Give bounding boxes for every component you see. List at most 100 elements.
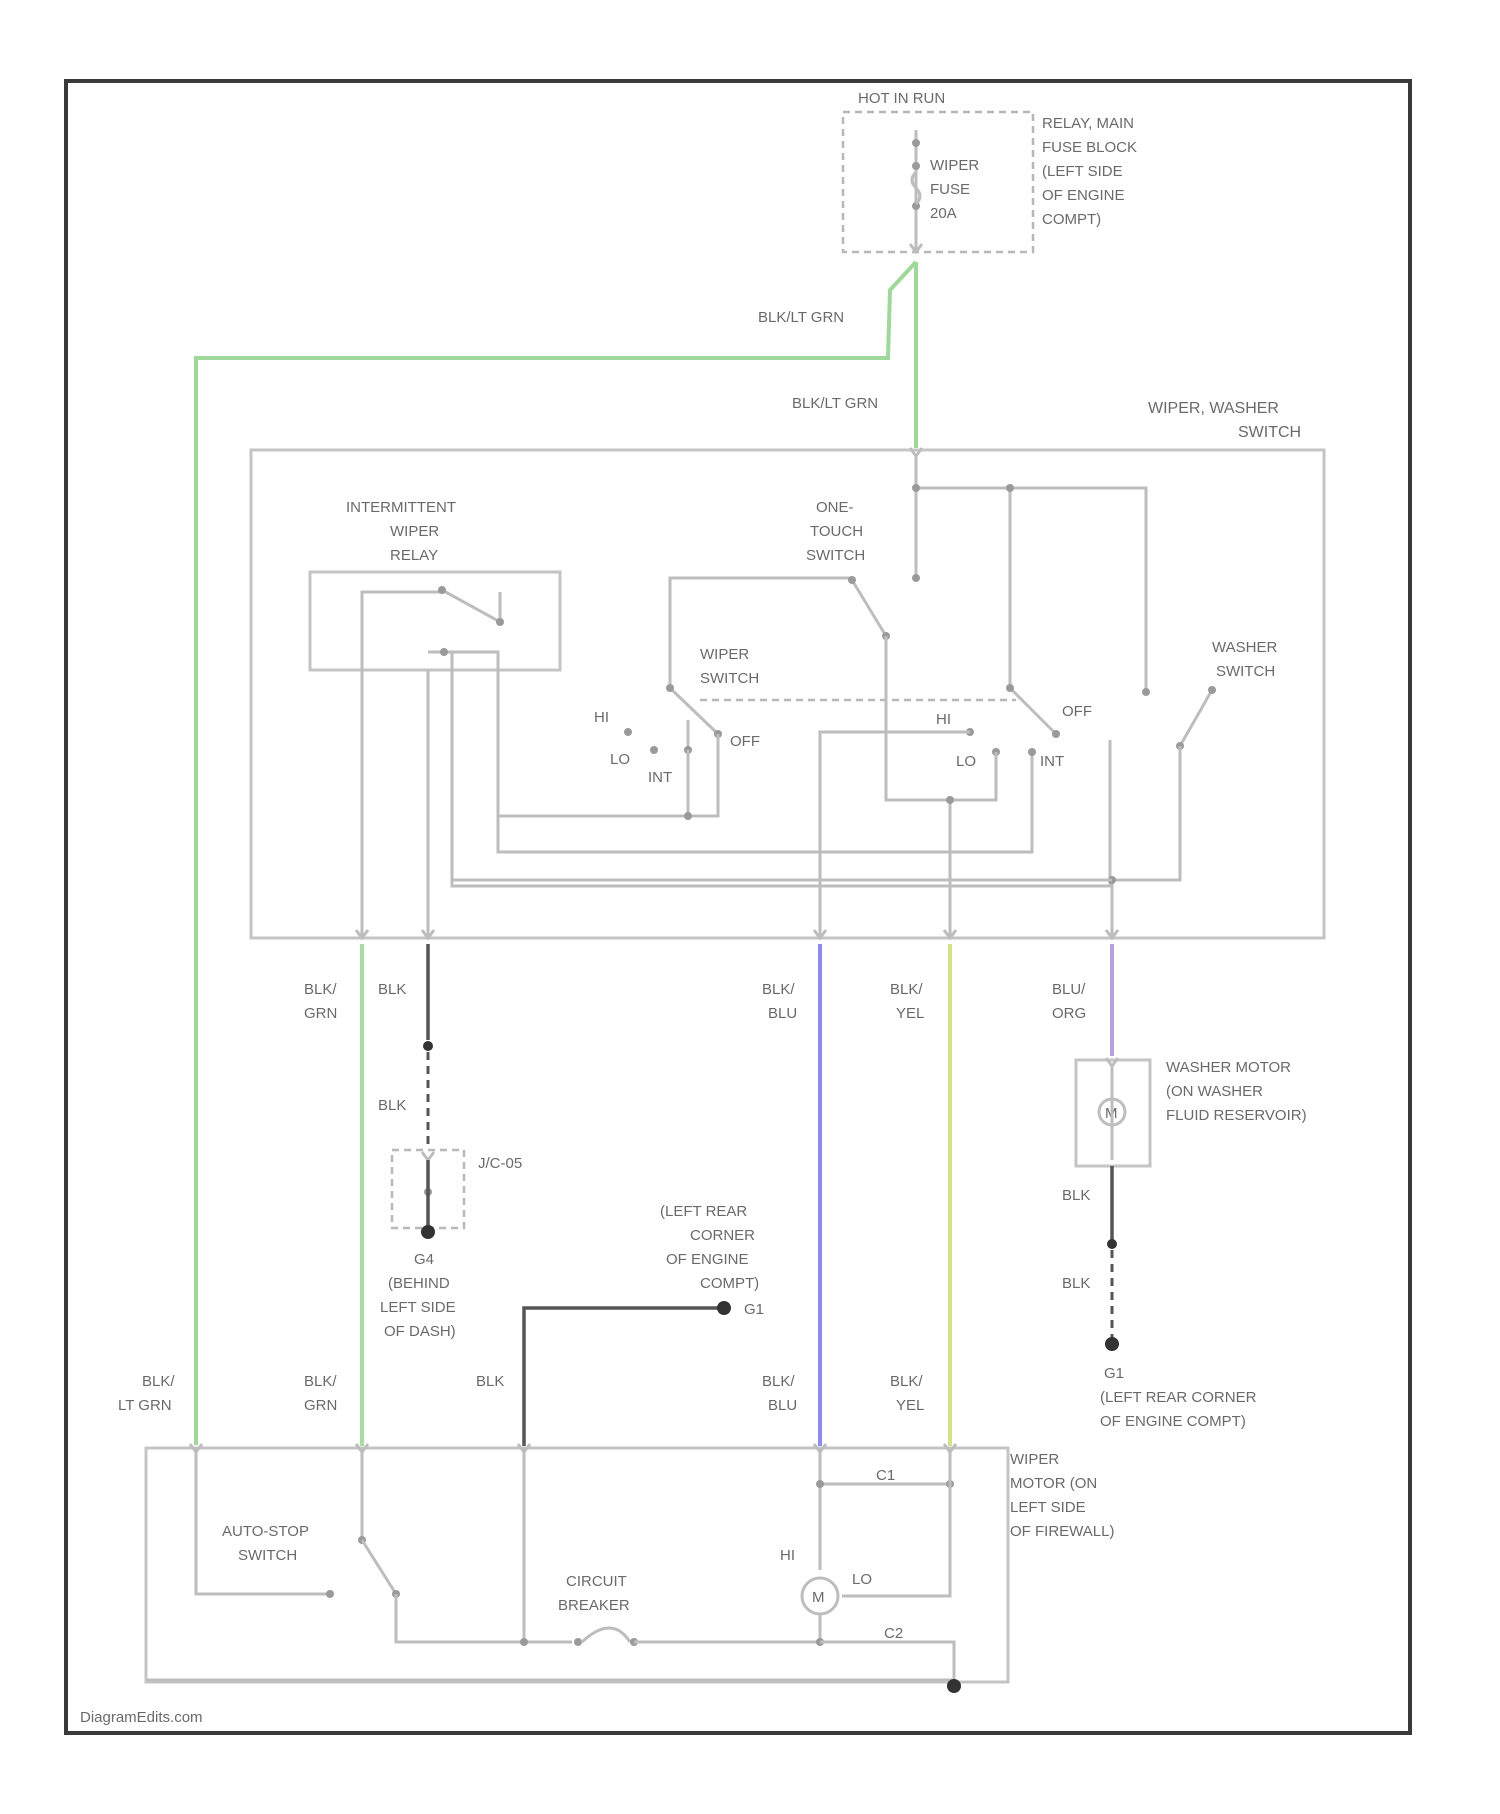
bus-node-2 xyxy=(1006,484,1014,492)
g4-label-1: G4 xyxy=(414,1251,434,1268)
autostop-blade xyxy=(362,1540,396,1594)
junction-connector-jc05: BLK J/C-05 G4 (BEHIND LEFT SIDE OF DASH) xyxy=(378,1041,522,1340)
g1-upper-label-3: OF ENGINE xyxy=(666,1251,749,1268)
lower-blk-lt-grn-1: BLK/ xyxy=(142,1373,175,1390)
jc-label: J/C-05 xyxy=(478,1155,522,1172)
g1-upper-label-4: COMPT) xyxy=(700,1275,759,1292)
wiper-switch-hi: HI xyxy=(594,709,609,726)
fuse-label-1: WIPER xyxy=(930,157,979,174)
harness-blk-yel-2: YEL xyxy=(896,1005,924,1022)
fuse-label-2: FUSE xyxy=(930,181,970,198)
motor-ground-dot xyxy=(947,1679,961,1693)
motor-lo-label: LO xyxy=(852,1571,872,1588)
one-touch-label-1: ONE- xyxy=(816,499,854,516)
hot-in-run-label: HOT IN RUN xyxy=(858,90,945,107)
g1-upper-wire xyxy=(524,1308,724,1446)
washer-blk-2: BLK xyxy=(1062,1275,1090,1292)
washer-switch-output xyxy=(1112,746,1180,936)
washer-ground-label-2: (LEFT REAR CORNER xyxy=(1100,1389,1257,1406)
bus-node-3 xyxy=(912,574,920,582)
washer-switch-tip xyxy=(1208,686,1216,694)
motor-m-label: M xyxy=(812,1589,825,1606)
g1-upper-tag: G1 xyxy=(744,1301,764,1318)
jc-blk-label: BLK xyxy=(378,1097,406,1114)
washer-switch-label-2: SWITCH xyxy=(1216,663,1275,680)
g4-label-3: LEFT SIDE xyxy=(380,1299,456,1316)
g1-upper-label-1: (LEFT REAR xyxy=(660,1203,747,1220)
wiper-motor-label-4: OF FIREWALL) xyxy=(1010,1523,1114,1540)
motor-hi-label: HI xyxy=(780,1547,795,1564)
washer-splice-dot xyxy=(1107,1239,1117,1249)
speed-switch-hi: HI xyxy=(936,711,951,728)
g1-upper-label-2: CORNER xyxy=(690,1227,755,1244)
speed-switch-int: INT xyxy=(1040,753,1064,770)
wiper-motor-label-3: LEFT SIDE xyxy=(1010,1499,1086,1516)
wiper-switch-int-wires xyxy=(688,734,718,816)
wiper-motor-label-2: MOTOR (ON xyxy=(1010,1475,1097,1492)
autostop-to-breaker xyxy=(396,1594,572,1642)
lower-blk-lt-grn-2: LT GRN xyxy=(118,1397,172,1414)
relay-output-wires xyxy=(428,652,1110,936)
relay-contact-node-2 xyxy=(496,618,504,626)
lower-blk-grn-2: GRN xyxy=(304,1397,337,1414)
washer-motor-label-1: WASHER MOTOR xyxy=(1166,1059,1291,1076)
switch-top-bus xyxy=(916,456,1146,690)
relay-label-2: WIPER xyxy=(390,523,439,540)
harness-blu-org-2: ORG xyxy=(1052,1005,1086,1022)
footer-watermark: DiagramEdits.com xyxy=(80,1709,203,1726)
wiper-washer-switch-title-1: WIPER, WASHER xyxy=(1148,400,1279,417)
wiper-switch-feed xyxy=(670,578,850,688)
ground-g1-engine: (LEFT REAR CORNER OF ENGINE COMPT) G1 xyxy=(524,1203,764,1446)
fuse-block-label-2: FUSE BLOCK xyxy=(1042,139,1137,156)
washer-motor-label-2: (ON WASHER xyxy=(1166,1083,1263,1100)
breaker-junction xyxy=(520,1638,528,1646)
lower-blk-blu-1: BLK/ xyxy=(762,1373,795,1390)
one-touch-label-3: SWITCH xyxy=(806,547,865,564)
autostop-label-1: AUTO-STOP xyxy=(222,1523,309,1540)
motor-c1-label: C1 xyxy=(876,1467,895,1484)
wiper-switch-blade xyxy=(670,688,718,734)
washer-switch-blade xyxy=(1180,690,1212,746)
fuse-label-3: 20A xyxy=(930,205,957,222)
wire-label-blk-lt-grn-1: BLK/LT GRN xyxy=(758,309,844,326)
wire-label-blk-lt-grn-2: BLK/LT GRN xyxy=(792,395,878,412)
wiper-motor: WIPER MOTOR (ON LEFT SIDE OF FIREWALL) A… xyxy=(146,1444,1114,1693)
lower-blk-grn-1: BLK/ xyxy=(304,1373,337,1390)
relay-label-3: RELAY xyxy=(390,547,438,564)
g4-ground-dot xyxy=(421,1225,435,1239)
wiper-switch-label-2: SWITCH xyxy=(700,670,759,687)
breaker-symbol xyxy=(582,1628,630,1642)
relay-contact-node-1 xyxy=(438,586,446,594)
harness-blk-grn-2: GRN xyxy=(304,1005,337,1022)
washer-ground-label-3: OF ENGINE COMPT) xyxy=(1100,1413,1246,1430)
relay-contact xyxy=(362,590,500,936)
washer-switch-top-contact xyxy=(1142,688,1150,696)
autostop-contact-a xyxy=(326,1590,334,1598)
fuse-block-label-5: COMPT) xyxy=(1042,211,1101,228)
harness-blk-blu-1: BLK/ xyxy=(762,981,795,998)
intermittent-relay-box xyxy=(310,572,560,670)
wiper-switch-label-1: WIPER xyxy=(700,646,749,663)
wiper-switch-pivot xyxy=(666,684,674,692)
fuse-terminal-mid xyxy=(912,162,920,170)
wiper-motor-label-1: WIPER xyxy=(1010,1451,1059,1468)
washer-switch-label-1: WASHER xyxy=(1212,639,1277,656)
bus-node-1 xyxy=(912,484,920,492)
jc-splice-dot xyxy=(423,1041,433,1051)
harness-blk-grn-1: BLK/ xyxy=(304,981,337,998)
g1-ground-dot-right xyxy=(1105,1337,1119,1351)
relay-node-3 xyxy=(440,648,448,656)
lower-blk-yel-2: YEL xyxy=(896,1397,924,1414)
diagram-frame xyxy=(66,81,1410,1733)
wiper-switch-lo: LO xyxy=(610,751,630,768)
one-touch-pivot xyxy=(848,576,856,584)
wiper-washer-switch-title-2: SWITCH xyxy=(1238,424,1301,441)
speed-switch-blade xyxy=(1010,688,1056,734)
jc-connector-icon xyxy=(422,1152,434,1160)
wiper-switch-int: INT xyxy=(648,769,672,786)
harness-blk-yel-1: BLK/ xyxy=(890,981,923,998)
washer-motor-label-3: FLUID RESERVOIR) xyxy=(1166,1107,1307,1124)
fuse-block-label-1: RELAY, MAIN xyxy=(1042,115,1134,132)
g1-upper-dot xyxy=(717,1301,731,1315)
